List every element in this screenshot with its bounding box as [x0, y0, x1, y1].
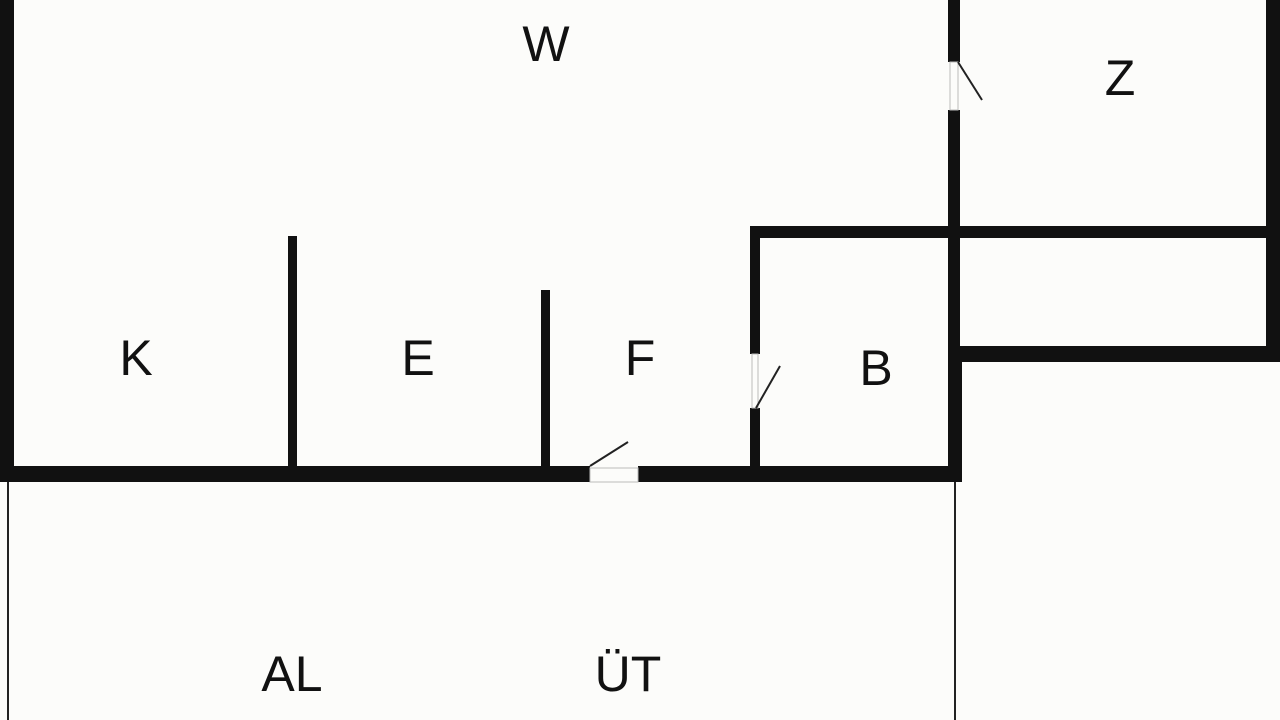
room-label-al: AL	[261, 646, 322, 702]
room-labels: W Z K E F B AL ÜT	[119, 16, 1135, 702]
door-f-b-leaf	[755, 365, 781, 409]
wall-w-z	[948, 0, 960, 62]
walls	[0, 0, 1280, 482]
room-label-ut: ÜT	[595, 646, 662, 702]
doors	[589, 61, 983, 483]
door-w-z-frame	[949, 61, 959, 111]
room-label-f: F	[625, 330, 656, 386]
wall-k-e	[288, 236, 297, 476]
wall-annex-bottom	[948, 346, 1280, 362]
door-w-z-leaf	[957, 61, 983, 101]
wall-b-left-lower	[750, 408, 760, 482]
wall-top-b	[750, 226, 1280, 238]
wall-b-left-upper	[750, 226, 760, 354]
room-label-e: E	[401, 330, 434, 386]
room-label-b: B	[859, 340, 892, 396]
thin-lines	[7, 482, 956, 720]
wall-e-f	[541, 290, 550, 476]
room-label-k: K	[119, 330, 152, 386]
wall-b-right	[948, 346, 962, 482]
door-f-b-frame	[751, 353, 759, 409]
room-label-w: W	[522, 16, 570, 72]
door-entrance-leaf	[589, 441, 629, 467]
room-label-z: Z	[1105, 50, 1136, 106]
wall-right-outer	[1266, 0, 1280, 362]
wall-left-outer	[0, 0, 14, 482]
door-entrance-frame	[589, 467, 639, 483]
wall-bottom-right	[638, 466, 962, 482]
